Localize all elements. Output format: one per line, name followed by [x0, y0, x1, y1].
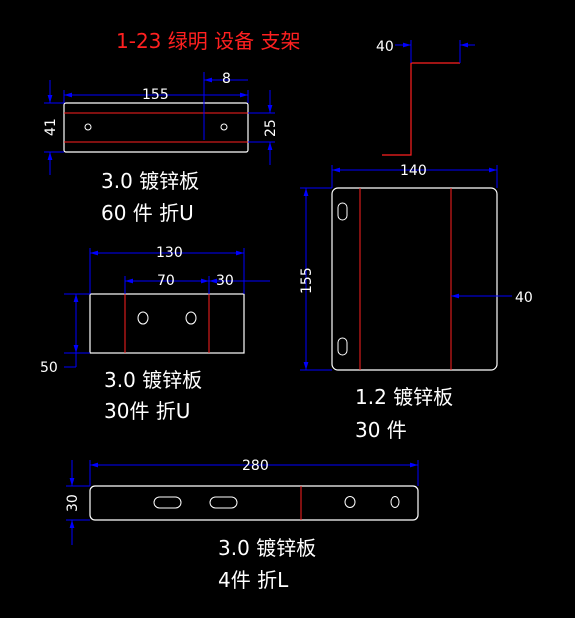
part-b-hole-left: [137, 311, 149, 325]
part-c-outline: [331, 187, 498, 371]
part-c-dim-profile: 40: [376, 39, 394, 55]
part-d-note-material: 3.0 镀锌板: [218, 536, 316, 560]
part-d-hole-2: [390, 496, 400, 508]
part-c-dim-width: 140: [400, 163, 427, 179]
part-a-outline: [63, 102, 249, 153]
part-c-slot-top: [337, 202, 348, 221]
part-c-dim-flange: 40: [515, 290, 533, 306]
part-d-slot-1: [153, 496, 182, 509]
part-a-dim-inner: 25: [263, 119, 279, 137]
part-b-dim-mid: 70: [157, 273, 175, 289]
part-a-dim-height: 41: [43, 118, 59, 136]
part-d-outline: [89, 485, 419, 521]
part-d-slot-2: [209, 496, 238, 509]
part-b: 130 70 30 50 3.0 镀锌板 30件 折U: [40, 245, 270, 423]
part-c-dim-height: 155: [299, 267, 315, 294]
part-b-outline: [89, 293, 245, 354]
part-a: 155 8 41 25 3.0 镀锌板 60 件 折U: [43, 71, 279, 225]
part-b-dim-height: 50: [40, 360, 58, 376]
part-b-dim-length: 130: [156, 245, 183, 261]
part-a-dim-length: 155: [142, 87, 169, 103]
part-b-note-material: 3.0 镀锌板: [104, 368, 202, 392]
part-b-dim-side: 30: [216, 273, 234, 289]
part-c-note-qty: 30 件: [355, 418, 407, 442]
part-a-note-qty: 60 件 折U: [101, 201, 194, 225]
part-c-slot-bottom: [337, 337, 348, 356]
part-d-dim-height: 30: [65, 494, 81, 512]
part-a-hole-left: [84, 123, 92, 131]
part-d-note-qty: 4件 折L: [218, 568, 289, 592]
part-d-hole-1: [344, 496, 356, 508]
part-a-dim-offset: 8: [222, 71, 231, 87]
part-d-dim-length: 280: [242, 458, 269, 474]
part-c-profile: [382, 62, 460, 156]
drawing-title: 1-23 绿明 设备 支架: [116, 29, 300, 53]
part-a-note-material: 3.0 镀锌板: [101, 169, 199, 193]
part-d: 280 30 3.0 镀锌板 4件 折L: [65, 458, 419, 592]
part-b-hole-right: [185, 311, 197, 325]
part-b-note-qty: 30件 折U: [104, 399, 190, 423]
part-a-hole-right: [220, 123, 228, 131]
part-c: 40 140 155 40 1.2 镀锌板 30 件: [299, 39, 533, 442]
part-c-note-material: 1.2 镀锌板: [355, 385, 453, 409]
